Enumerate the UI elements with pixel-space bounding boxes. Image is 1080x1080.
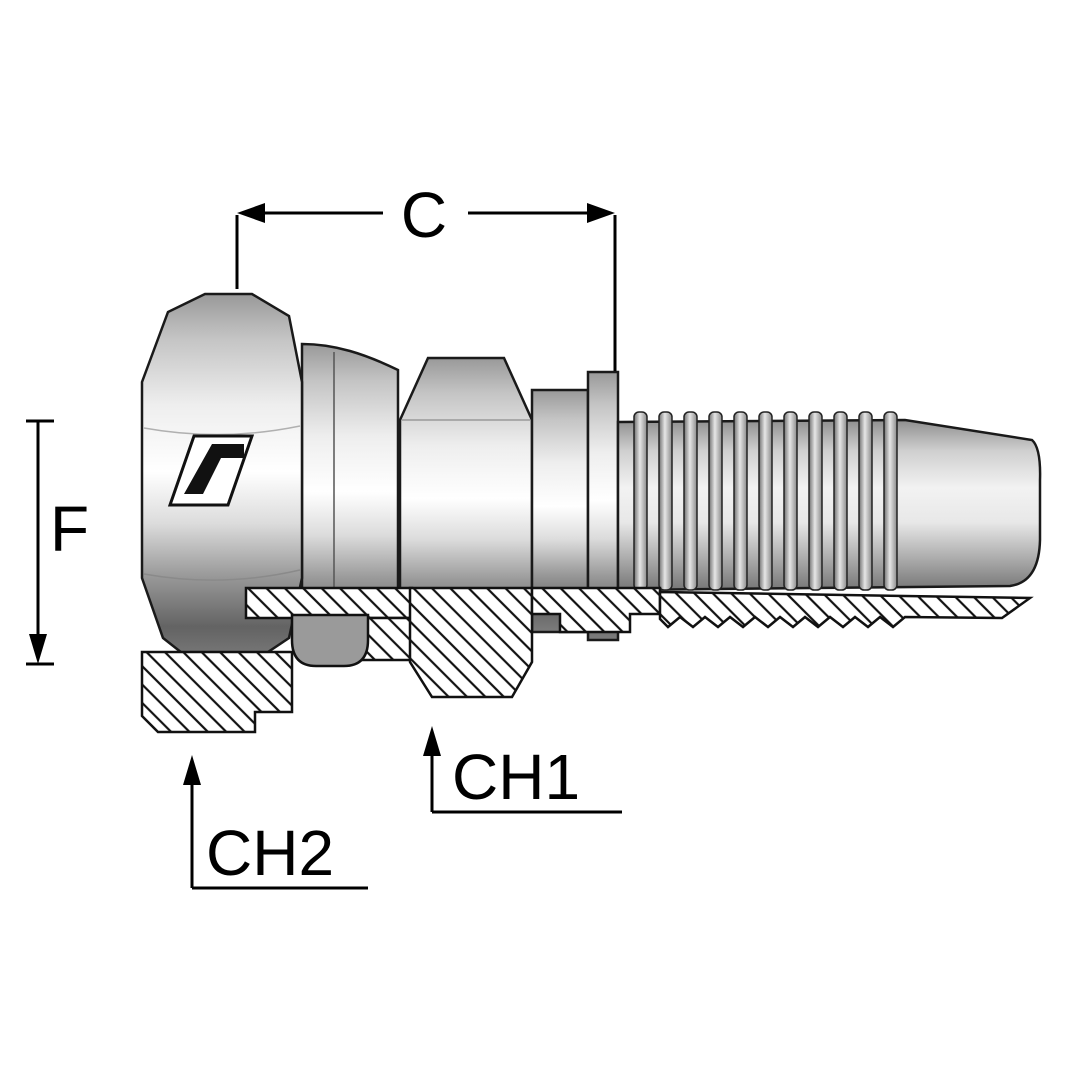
nut-facet-line-top (143, 425, 301, 436)
dim-label-ch2: CH2 (206, 817, 334, 889)
hose-tail-rib (658, 411, 673, 591)
arrowhead-left (237, 203, 265, 223)
hose-tail-rib (858, 411, 873, 591)
hose-tail (616, 418, 1042, 592)
arrowhead-down (29, 634, 47, 664)
hose-tail-rib (633, 411, 648, 591)
hose-tail-rib (833, 411, 848, 591)
hose-tail-ribs (633, 411, 898, 591)
hose-tail-rib (808, 411, 823, 591)
section-nut-block (140, 650, 294, 734)
swivel-groove (290, 613, 370, 668)
arrowhead-up (423, 726, 441, 756)
dim-label-c: C (401, 179, 447, 251)
hose-tail-rib (683, 411, 698, 591)
dim-label-ch1: CH1 (452, 741, 580, 813)
arrowhead-right (587, 203, 615, 223)
hose-tail-rib (883, 411, 898, 591)
dim-label-f: F (50, 493, 89, 565)
dim-c (235, 203, 617, 371)
section-hex-block (408, 586, 534, 699)
section-shoulder (360, 616, 414, 662)
nut-logo (167, 434, 255, 507)
hose-tail-rib (733, 411, 748, 591)
fitting-body (140, 292, 1042, 666)
section-bore-strip (244, 586, 414, 620)
hose-tail-rib (783, 411, 798, 591)
hose-tail-rib (708, 411, 723, 591)
section-hatching (140, 586, 1034, 734)
nut-facet-line-bottom (143, 569, 301, 581)
dim-ch2 (183, 755, 368, 890)
arrowhead-up (183, 755, 201, 785)
section-tail-wall (658, 590, 1034, 629)
hose-tail-rib (758, 411, 773, 591)
dim-f (26, 419, 54, 666)
nut-logo-mark (184, 444, 244, 494)
dim-ch1 (423, 726, 622, 814)
